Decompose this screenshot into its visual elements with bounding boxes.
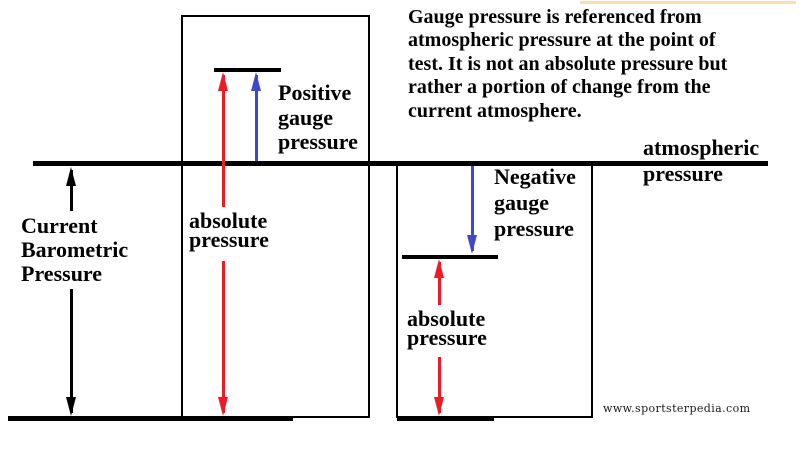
absolute-label-line: absolute (189, 208, 268, 233)
absolute-label-line: absolute (407, 306, 486, 331)
positive-label-line: pressure (278, 129, 358, 154)
arrow-down-head-icon (467, 235, 477, 254)
barometric-label-line: Current (21, 213, 98, 238)
barometric-label-line: Barometric (21, 237, 129, 262)
atmospheric-label-line: atmospheric (643, 135, 760, 160)
negative-label-line: pressure (494, 216, 574, 241)
arrow-shaft (255, 75, 258, 161)
positive-label-line: Positive (278, 80, 352, 105)
negative-gauge-pressure-arrow (467, 166, 478, 254)
arrow-shaft (70, 170, 73, 413)
negative-pressure-level-line (402, 255, 498, 259)
barometric-pressure-arrow (66, 167, 77, 416)
gauge-pressure-annotation: Gauge pressure is referenced from atmosp… (408, 6, 727, 123)
arrow-down-head-icon (218, 397, 228, 416)
negative-label-line: Negative (494, 164, 576, 189)
positive-pressure-level-line (214, 68, 281, 72)
absolute-pressure-label-right: absolute pressure (403, 305, 491, 357)
negative-gauge-box (396, 163, 593, 418)
positive-gauge-pressure-arrow (251, 72, 262, 161)
annotation-line: rather a portion of change from the (408, 76, 711, 99)
negative-label-line: gauge (494, 190, 549, 215)
current-barometric-pressure-label: Current Barometric Pressure (18, 211, 132, 289)
annotation-line: Gauge pressure is referenced from (408, 6, 702, 28)
watermark-url: www.sportsterpedia.com (603, 402, 751, 415)
absolute-pressure-label-left: absolute pressure (185, 207, 273, 261)
atmospheric-pressure-line (33, 161, 768, 166)
arrow-down-head-icon (434, 397, 444, 416)
positive-label-line: gauge (278, 104, 333, 130)
annotation-line: atmospheric pressure at the point of (408, 29, 716, 52)
arrow-down-head-icon (66, 397, 76, 416)
positive-gauge-pressure-label: Positive gauge pressure (278, 80, 358, 155)
barometric-label-line: Pressure (21, 261, 103, 286)
absolute-label-line: pressure (189, 227, 269, 252)
zero-pressure-baseline-right (397, 416, 494, 421)
arrow-shaft (471, 166, 474, 251)
annotation-line: current atmosphere. (408, 99, 582, 122)
tan-divider-line (580, 1, 796, 4)
absolute-label-line: pressure (407, 325, 487, 350)
annotation-line: test. It is not an absolute pressure but (408, 52, 728, 75)
zero-pressure-baseline-left (8, 416, 293, 421)
negative-gauge-pressure-label: Negative gauge pressure (494, 164, 576, 242)
